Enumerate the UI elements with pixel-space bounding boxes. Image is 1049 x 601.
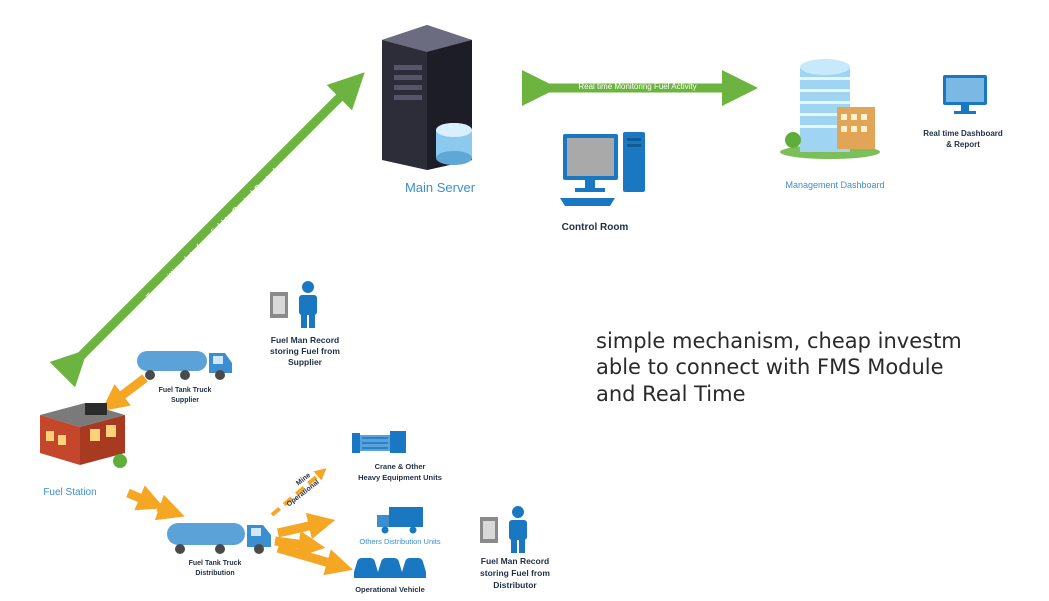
server-dashboard-edge-label: Real time Monitoring Fuel Activity — [578, 82, 697, 91]
fuelman-distributor-label-2: storing Fuel from — [480, 568, 550, 578]
fuel-station-icon — [40, 403, 127, 468]
car-icon — [354, 558, 426, 578]
station-to-distribution-arrow-2 — [154, 494, 185, 521]
distribution-to-vehicle-arrow — [276, 543, 353, 576]
station-to-distribution-arrow-1 — [126, 485, 165, 511]
fuel-man-icon — [480, 506, 527, 553]
distribution-to-others-arrow — [277, 512, 336, 540]
fuel-man-icon — [270, 281, 317, 328]
computer-icon — [560, 132, 645, 206]
distribution-to-crane-arrow — [270, 468, 327, 517]
distribution-to-vehicle-arrow-2 — [274, 530, 326, 558]
fuelman-supplier-label-3: Supplier — [287, 357, 322, 367]
description-text: simple mechanism, cheap investm able to … — [596, 328, 962, 407]
fuel-station-label: Fuel Station — [43, 487, 97, 498]
description-line-2: able to connect with FMS Module — [596, 355, 944, 380]
truck-supplier-label-2: Supplier — [170, 397, 199, 404]
truck-supplier-label-1: Fuel Tank Truck — [158, 387, 212, 394]
fuelman-supplier-label-2: storing Fuel from — [270, 346, 340, 356]
supplier-truck-to-station-arrow — [101, 374, 148, 412]
management-dashboard-label: Management Dashboard — [785, 180, 885, 190]
crane-label-2: Heavy Equipment Units — [358, 473, 442, 482]
others-distribution-label: Others Distribution Units — [359, 537, 441, 546]
monitor-icon — [943, 75, 987, 114]
fuelman-supplier-label-1: Fuel Man Record — [270, 335, 340, 345]
operational-vehicle-label: Operational Vehicle — [355, 585, 425, 594]
truck-distribution-label-2: Distribution — [195, 570, 235, 577]
crane-icon — [352, 431, 406, 453]
fuelman-distributor-label-1: Fuel Man Record — [480, 556, 550, 566]
field-server-arrow — [49, 72, 365, 388]
main-server-label: Main Server — [404, 180, 476, 195]
building-icon — [780, 59, 880, 159]
fuel-truck-icon — [137, 351, 232, 380]
fuel-truck-icon — [167, 523, 271, 554]
control-room-label: Control Room — [561, 222, 629, 233]
description-line-1: simple mechanism, cheap investm — [596, 329, 962, 353]
fuelman-distributor-label-3: Distributor — [493, 580, 537, 590]
delivery-truck-icon — [377, 507, 423, 534]
description-line-3: and Real Time — [596, 381, 746, 406]
server-icon — [382, 25, 472, 170]
dashboard-report-label-1: Real time Dashboard — [923, 129, 1003, 138]
dashboard-report-label-2: & Report — [946, 140, 980, 149]
crane-label-1: Crane & Other — [374, 462, 426, 471]
truck-distribution-label-1: Fuel Tank Truck — [188, 560, 242, 567]
